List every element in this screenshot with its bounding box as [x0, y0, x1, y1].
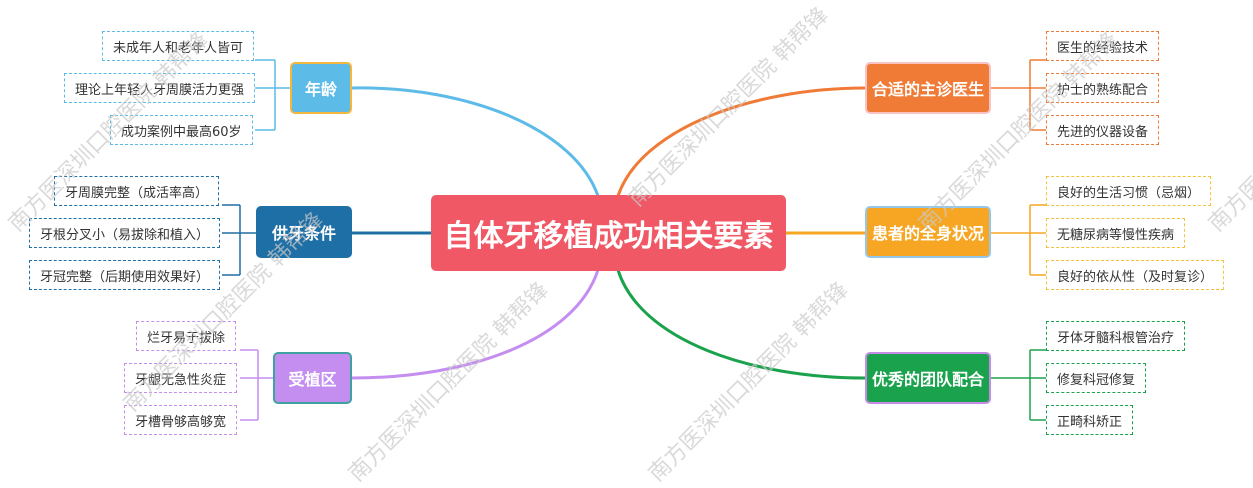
category-doctor[interactable]: 合适的主诊医生 — [865, 62, 991, 114]
leaf-age-3[interactable]: 成功案例中最高60岁 — [110, 115, 253, 145]
category-general-health[interactable]: 患者的全身状况 — [865, 206, 991, 258]
leaf-health-3[interactable]: 良好的依从性（及时复诊） — [1046, 260, 1225, 290]
leaf-doctor-2[interactable]: 护士的熟练配合 — [1046, 73, 1160, 103]
leaf-team-2[interactable]: 修复科冠修复 — [1046, 363, 1147, 393]
connector-lines — [222, 59, 1046, 421]
leaf-recipient-1[interactable]: 烂牙易于拔除 — [136, 321, 237, 351]
leaf-doctor-1[interactable]: 医生的经验技术 — [1046, 31, 1160, 61]
category-team[interactable]: 优秀的团队配合 — [865, 352, 991, 404]
leaf-doctor-3[interactable]: 先进的仪器设备 — [1046, 115, 1160, 145]
leaf-team-1[interactable]: 牙体牙髓科根管治疗 — [1046, 321, 1186, 351]
category-donor-tooth[interactable]: 供牙条件 — [256, 206, 352, 258]
leaf-age-1[interactable]: 未成年人和老年人皆可 — [102, 31, 255, 61]
leaf-health-1[interactable]: 良好的生活习惯（忌烟） — [1046, 176, 1212, 206]
leaf-donor-2[interactable]: 牙根分叉小（易拔除和植入） — [29, 218, 221, 248]
leaf-age-2[interactable]: 理论上年轻人牙周膜活力更强 — [64, 73, 256, 103]
leaf-donor-3[interactable]: 牙冠完整（后期使用效果好） — [29, 260, 221, 290]
leaf-donor-1[interactable]: 牙周膜完整（成活率高） — [54, 176, 220, 206]
leaf-recipient-3[interactable]: 牙槽骨够高够宽 — [124, 405, 238, 435]
category-recipient-site[interactable]: 受植区 — [273, 352, 352, 404]
leaf-team-3[interactable]: 正畸科矫正 — [1046, 405, 1134, 435]
category-age[interactable]: 年龄 — [290, 62, 352, 114]
leaf-recipient-2[interactable]: 牙龈无急性炎症 — [124, 363, 238, 393]
center-topic[interactable]: 自体牙移植成功相关要素 — [431, 195, 786, 271]
leaf-health-2[interactable]: 无糖尿病等慢性疾病 — [1046, 218, 1186, 248]
